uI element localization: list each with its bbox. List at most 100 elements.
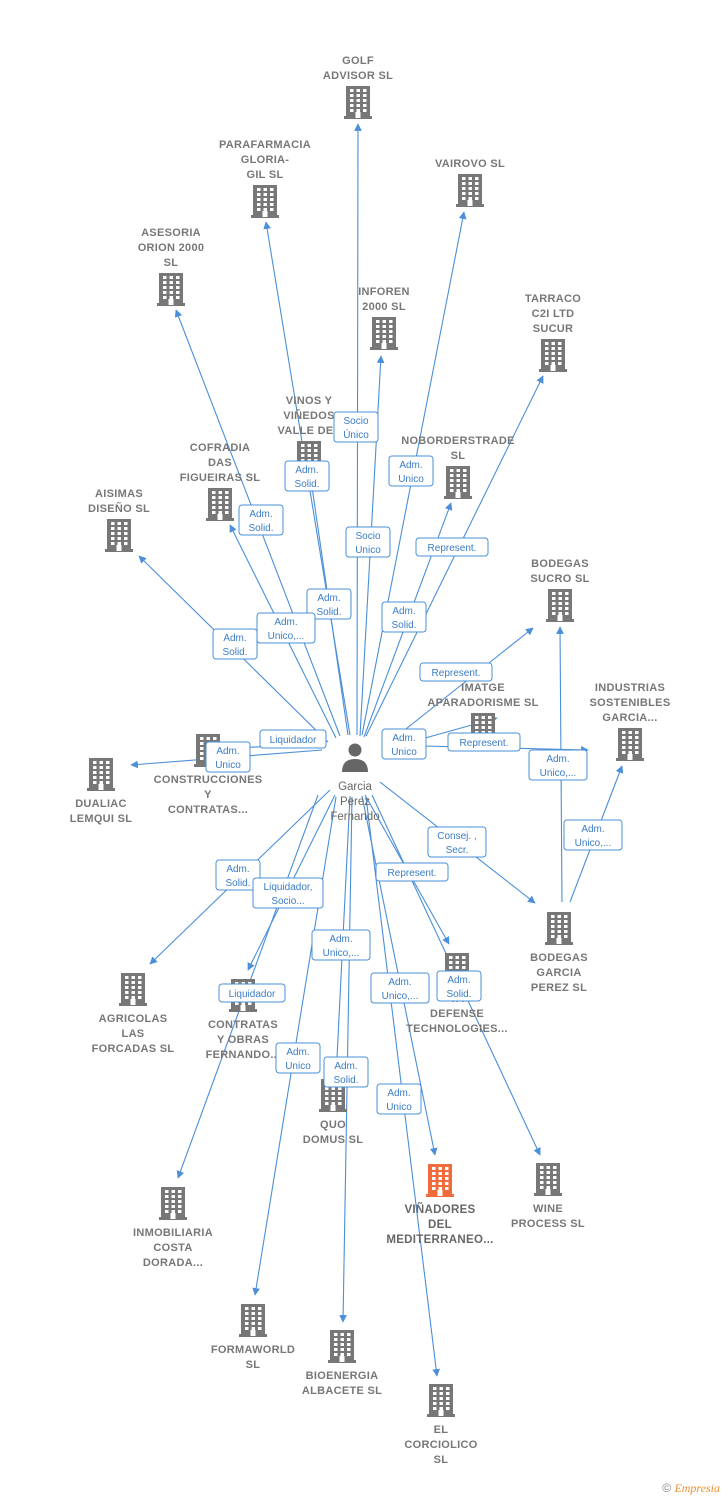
relation-label[interactable]: Adm.Solid. [436,970,482,1002]
relation-text: Adm. [317,593,340,604]
company-label: DEFENSE [430,1008,484,1020]
relation-label[interactable]: Liquidador,Socio... [252,877,324,909]
company-label: COFRADIA [190,442,250,454]
company-node-industrias[interactable]: INDUSTRIASSOSTENIBLESGARCIA... [590,682,671,761]
relation-label[interactable]: Adm.Unico [376,1083,422,1115]
relation-label[interactable]: Represent. [415,537,489,557]
company-label: SL [451,450,466,462]
copyright-icon: © [662,1481,672,1495]
relation-label[interactable]: Adm.Solid. [238,504,284,536]
relation-label[interactable]: Adm.Solid. [212,628,258,660]
company-label: Y [204,789,212,801]
relation-text: Adm. [447,975,470,986]
relation-label[interactable]: Adm.Unico,... [370,972,430,1004]
company-label: PARAFARMACIA [219,139,311,151]
company-label: SUCRO SL [530,573,589,585]
relation-label[interactable]: Represent. [447,732,521,752]
relation-label[interactable]: Liquidador [218,983,286,1003]
company-label: CONTRATAS [208,1019,278,1031]
company-label: SUCUR [533,323,574,335]
relation-text: Unico,... [323,948,360,959]
company-label: Y OBRAS [217,1034,269,1046]
relation-text: Socio [355,531,380,542]
relation-label[interactable]: Adm.Solid. [381,601,427,633]
relation-text: Adm. [387,1088,410,1099]
relation-text: Adm. [399,460,422,471]
company-label: ASESORIA [141,227,201,239]
relation-text: Adm. [581,824,604,835]
company-label: INFOREN [358,286,410,298]
company-node-inmobiliaria[interactable]: INMOBILIARIACOSTADORADA... [133,1187,213,1269]
relation-text: Adm. [392,606,415,617]
building-icon [539,339,567,372]
building-icon [370,317,398,350]
relation-label[interactable]: Adm.Solid. [323,1056,369,1088]
building-icon [239,1304,267,1337]
relation-label[interactable]: Adm.Unico,... [311,929,371,961]
company-label: AISIMAS [95,488,143,500]
relation-label[interactable]: Consej. ,Secr. [427,826,487,858]
relation-text: Unico [398,474,424,485]
company-node-vinadores[interactable]: VIÑADORESDELMEDITERRANEO... [386,1164,493,1246]
company-label: INDUSTRIAS [595,682,665,694]
relation-text: Represent. [460,738,509,749]
relation-label[interactable]: Liquidador [259,729,327,749]
company-label: DAS [208,457,232,469]
company-label: ORION 2000 [138,242,205,254]
company-label: GARCIA [536,967,581,979]
company-label: ADVISOR SL [323,70,393,82]
company-label: AGRICOLAS [99,1013,168,1025]
relation-label[interactable]: Adm.Solid. [215,859,261,891]
relation-label[interactable]: Represent. [375,862,449,882]
building-icon [206,488,234,521]
relation-label[interactable]: Adm.Unico,... [256,612,316,644]
company-label: DUALIAC [75,798,127,810]
company-node-vairovo[interactable]: VAIROVO SL [435,158,505,207]
company-label: COSTA [153,1242,192,1254]
relation-text: Solid. [294,479,319,490]
building-icon [87,758,115,791]
relation-label[interactable]: Adm.Unico,... [563,819,623,851]
relation-label[interactable]: Represent. [419,662,493,682]
relation-label[interactable]: Adm.Unico,... [528,749,588,781]
relation-label[interactable]: Adm. Unico [388,455,434,487]
relation-text: Socio [343,416,368,427]
relation-text: Represent. [432,668,481,679]
relation-label[interactable]: Adm.Unico [275,1042,321,1074]
relation-label[interactable]: Adm.Solid. [306,588,352,620]
building-icon [545,912,573,945]
relation-label[interactable]: Adm.Unico [205,741,251,773]
person-name: Fernando [330,811,379,823]
relation-text: Liquidador [229,989,276,1000]
company-label: CONSTRUCCIONES [154,774,263,786]
company-label: DEL [428,1219,452,1231]
company-label: CORCIOLICO [404,1439,477,1451]
relation-label[interactable]: Adm.Solid. [284,460,330,492]
company-label: IMATGE [461,682,505,694]
relation-text: Solid. [225,878,250,889]
relation-label[interactable]: Adm.Unico [381,728,427,760]
relation-text: Adm. [392,733,415,744]
